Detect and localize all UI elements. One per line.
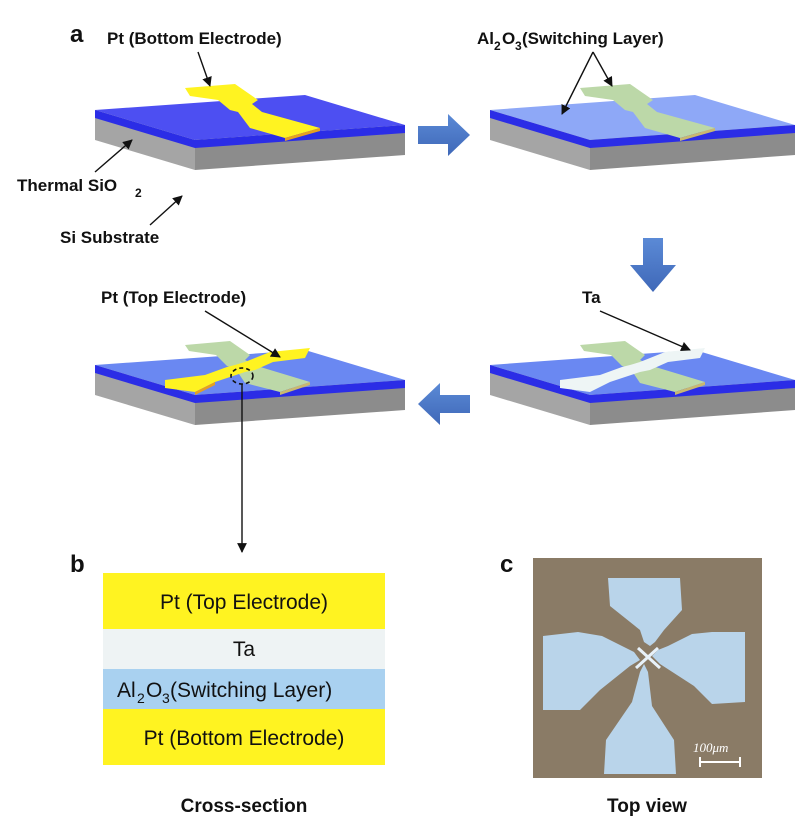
label-al2o3: Al 2 O 3 (Switching Layer): [477, 29, 664, 53]
layer-pt-top-label: Pt (Top Electrode): [160, 591, 328, 614]
ta-pad-shape: [560, 348, 705, 392]
al2o3-pad-shape: [580, 84, 715, 138]
flow-arrow-right: [418, 114, 470, 156]
arrow-pt-bottom: [197, 51, 212, 87]
top-view-micrograph: 100μm: [533, 558, 762, 778]
scale-bar-label: 100μm: [693, 740, 728, 755]
pad-left: [543, 632, 640, 710]
svg-text:2: 2: [135, 186, 142, 200]
pad-right: [652, 632, 745, 704]
pad-bottom: [604, 664, 676, 774]
label-pt-bottom: Pt (Bottom Electrode): [107, 29, 282, 48]
arrow-si-substrate: [149, 195, 183, 226]
top-view-caption: Top view: [607, 796, 687, 817]
panel-a-letter: a: [70, 21, 84, 48]
svg-text:2: 2: [137, 690, 145, 706]
flow-arrow-left: [418, 383, 470, 425]
layer-pt-top: [103, 573, 385, 629]
pt-bottom-electrode-shape: [185, 84, 320, 138]
pad-top: [608, 578, 682, 646]
cross-section-stack: Pt (Top Electrode) Ta Al 2 O 3 (Switchin…: [103, 573, 385, 765]
layer-ta: [103, 629, 385, 669]
svg-text:O: O: [502, 29, 515, 48]
cross-section-caption: Cross-section: [181, 796, 308, 817]
pt-top-electrode-shape: [165, 348, 310, 392]
label-ta: Ta: [582, 288, 601, 307]
svg-text:3: 3: [162, 690, 170, 706]
label-pt-top: Pt (Top Electrode): [101, 288, 246, 307]
arrow-thermal-sio2: [94, 139, 133, 173]
svg-text:Al: Al: [477, 29, 494, 48]
svg-text:3: 3: [515, 39, 522, 53]
svg-text:2: 2: [494, 39, 501, 53]
layer-al2o3-label: Al 2 O 3 (Switching Layer): [117, 679, 332, 706]
label-si-substrate: Si Substrate: [60, 228, 159, 247]
chip-top-electrode: [95, 341, 405, 425]
layer-al2o3: [103, 669, 385, 709]
chip-bottom-electrode: [95, 84, 405, 170]
arrow-al2o3-film: [561, 51, 594, 115]
svg-text:O: O: [146, 679, 162, 702]
svg-text:(Switching Layer): (Switching Layer): [170, 679, 332, 702]
layer-ta-label: Ta: [233, 638, 256, 661]
svg-text:Al: Al: [117, 679, 136, 702]
arrow-al2o3-pad: [592, 51, 613, 87]
panel-b-letter: b: [70, 551, 85, 578]
arrow-ta: [599, 310, 691, 351]
chip-ta-layer: [490, 341, 795, 425]
svg-text:(Switching Layer): (Switching Layer): [522, 29, 664, 48]
layer-pt-bottom: [103, 709, 385, 765]
flow-arrow-down: [630, 238, 676, 292]
layer-pt-bottom-label: Pt (Bottom Electrode): [144, 727, 345, 750]
chip-switching-layer: [490, 84, 795, 170]
svg-text:Thermal SiO: Thermal SiO: [17, 176, 117, 195]
label-thermal-sio2: Thermal SiO 2: [17, 176, 142, 200]
panel-c-letter: c: [500, 551, 513, 578]
arrow-pt-top: [204, 310, 281, 358]
